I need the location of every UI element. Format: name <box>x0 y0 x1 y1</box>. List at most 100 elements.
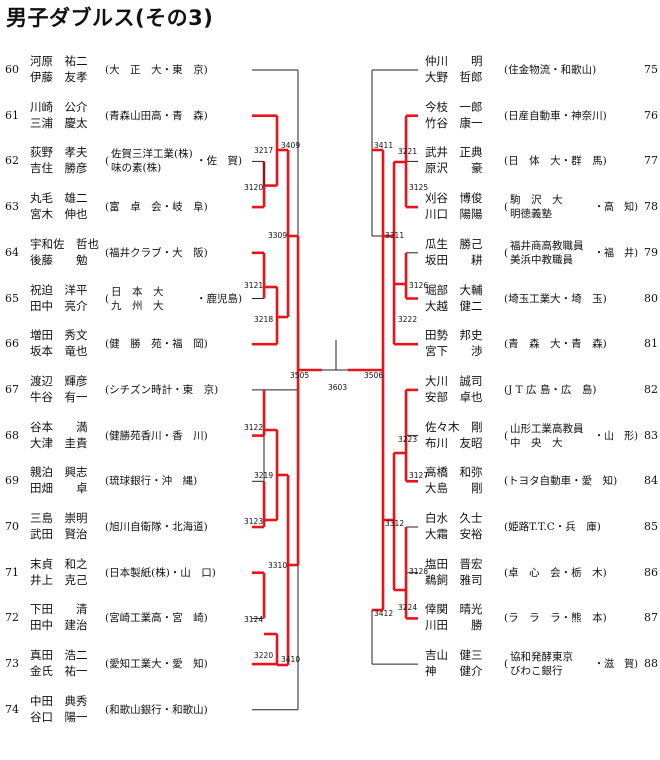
entry-number: 88 <box>644 657 658 671</box>
player-name: 渡辺 輝彦 <box>30 373 88 388</box>
player-name: 増田 秀文 <box>30 328 88 343</box>
player-name: 河原 祐二 <box>30 54 88 68</box>
player-name: 宮下 渉 <box>425 344 483 359</box>
team-affiliation: (ラ ラ ラ・熊 本) <box>504 612 607 625</box>
match-number: 3120 <box>244 183 263 192</box>
team-affiliation: (青 森 大・青 森) <box>504 338 607 351</box>
entry-number: 81 <box>644 337 658 351</box>
player-name: 三浦 慶太 <box>30 115 88 130</box>
player-name: 神 健介 <box>425 664 483 679</box>
player-name: 吉住 勝彦 <box>30 161 88 176</box>
team-affiliation: 明徳義塾 <box>510 208 552 221</box>
player-name: 丸毛 雄二 <box>30 191 88 206</box>
match-number: 3121 <box>244 281 263 290</box>
team-bracket-open: ( <box>504 246 509 259</box>
match-number: 3410 <box>281 655 300 664</box>
entry-number: 85 <box>644 520 658 533</box>
entry-number: 78 <box>644 200 658 214</box>
team-bracket-open: ( <box>105 155 110 168</box>
player-name: 吉山 健三 <box>425 648 483 663</box>
player-name: 川田 勝 <box>425 618 483 633</box>
match-number: 3219 <box>254 471 273 480</box>
entry-number: 87 <box>644 611 658 625</box>
team-affiliation: 山形工業高教員 <box>510 422 584 435</box>
team-affiliation: (青森山田高・青 森) <box>105 109 208 122</box>
match-number: 3123 <box>244 517 263 526</box>
match-number: 3506 <box>364 371 383 380</box>
team-affiliation: (琉球銀行・沖 縄) <box>105 475 198 488</box>
player-name: 大霜 安裕 <box>425 527 483 541</box>
team-affiliation: 日 本 大 <box>111 285 164 298</box>
team-affiliation: びわこ銀行 <box>510 665 563 678</box>
player-name: 金氏 祐一 <box>30 664 88 679</box>
player-name: 瓜生 勝己 <box>425 236 483 251</box>
entry-number: 72 <box>5 611 19 625</box>
player-name: 佐々木 剛 <box>425 419 483 434</box>
player-name: 武田 賢治 <box>30 527 88 541</box>
team-affiliation: (和歌山銀行・和歌山) <box>105 703 208 716</box>
team-affiliation: (大 正 大・東 京) <box>105 64 208 76</box>
entry-number: 84 <box>644 474 658 488</box>
team-affiliation: 味の素(株) <box>111 162 162 175</box>
page-title: 男子ダブルス(その3) <box>6 6 214 30</box>
entry-number: 86 <box>644 565 658 579</box>
match-number: 3218 <box>254 315 273 324</box>
team-affiliation: (姫路T.T.C・兵 庫) <box>504 521 601 533</box>
player-name: 田畑 卓 <box>30 481 88 496</box>
team-affiliation: (福井クラブ・大 阪) <box>105 246 208 259</box>
entry-number: 70 <box>5 520 19 533</box>
match-number: 3122 <box>244 423 263 432</box>
team-affiliation: 美浜中教職員 <box>510 253 573 266</box>
team-prefecture: ・佐 賀) <box>196 155 243 168</box>
team-affiliation: (シチズン時計・東 京) <box>105 383 219 396</box>
player-name: 倖関 晴光 <box>425 602 483 617</box>
team-prefecture: ・山 形) <box>594 429 639 442</box>
player-name: 荻野 孝夫 <box>30 145 88 160</box>
match-number: 3125 <box>409 183 428 192</box>
player-name: 塩田 晋宏 <box>425 556 483 571</box>
match-number: 3217 <box>254 146 273 155</box>
match-number: 3127 <box>409 471 428 480</box>
team-prefecture: ・高 知) <box>594 201 639 214</box>
player-name: 谷本 満 <box>30 419 88 434</box>
match-number: 3409 <box>281 141 300 150</box>
player-name: 高橋 和弥 <box>425 465 483 480</box>
player-name: 真田 浩二 <box>30 648 88 663</box>
entry-number: 77 <box>644 154 658 168</box>
entry-number: 64 <box>5 245 19 259</box>
team-affiliation: 九 州 大 <box>111 299 164 312</box>
entry-number: 79 <box>644 245 658 259</box>
player-name: 末貞 和之 <box>30 556 88 571</box>
player-name: 牛谷 有一 <box>30 389 88 404</box>
player-name: 三島 崇明 <box>30 511 88 525</box>
entry-number: 71 <box>5 565 19 579</box>
player-name: 大川 誠司 <box>425 373 483 388</box>
player-name: 坂田 耕 <box>425 252 483 267</box>
team-prefecture: ・福 井) <box>594 246 639 259</box>
player-name: 大津 圭貴 <box>30 435 88 450</box>
match-number: 3311 <box>385 231 404 240</box>
match-number: 3224 <box>398 603 417 612</box>
entry-number: 62 <box>5 154 19 168</box>
player-name: 中田 典秀 <box>30 693 88 708</box>
player-name: 刈谷 博俊 <box>425 191 483 206</box>
team-affiliation: (住金物流・和歌山) <box>504 64 597 76</box>
player-name: 田勢 邦史 <box>425 328 483 343</box>
player-name: 堀部 大輔 <box>425 282 483 297</box>
team-affiliation: (旭川自衛隊・北海道) <box>105 521 208 533</box>
player-name: 大野 哲郎 <box>425 70 483 84</box>
match-number: 3411 <box>374 141 393 150</box>
entry-number: 61 <box>5 108 19 122</box>
team-affiliation: (卓 心 会・栃 木) <box>504 566 607 579</box>
player-name: 白水 久士 <box>425 511 483 525</box>
player-name: 井上 克己 <box>30 572 88 587</box>
team-affiliation: 協和発酵東京 <box>510 651 573 664</box>
match-number: 3312 <box>385 519 404 528</box>
match-number: 3309 <box>268 231 287 240</box>
player-name: 大越 健二 <box>425 298 483 313</box>
match-number: 3310 <box>268 561 287 570</box>
player-name: 祝迫 洋平 <box>30 282 88 297</box>
team-affiliation: 中 央 大 <box>510 436 563 449</box>
match-number: 3222 <box>398 315 417 324</box>
